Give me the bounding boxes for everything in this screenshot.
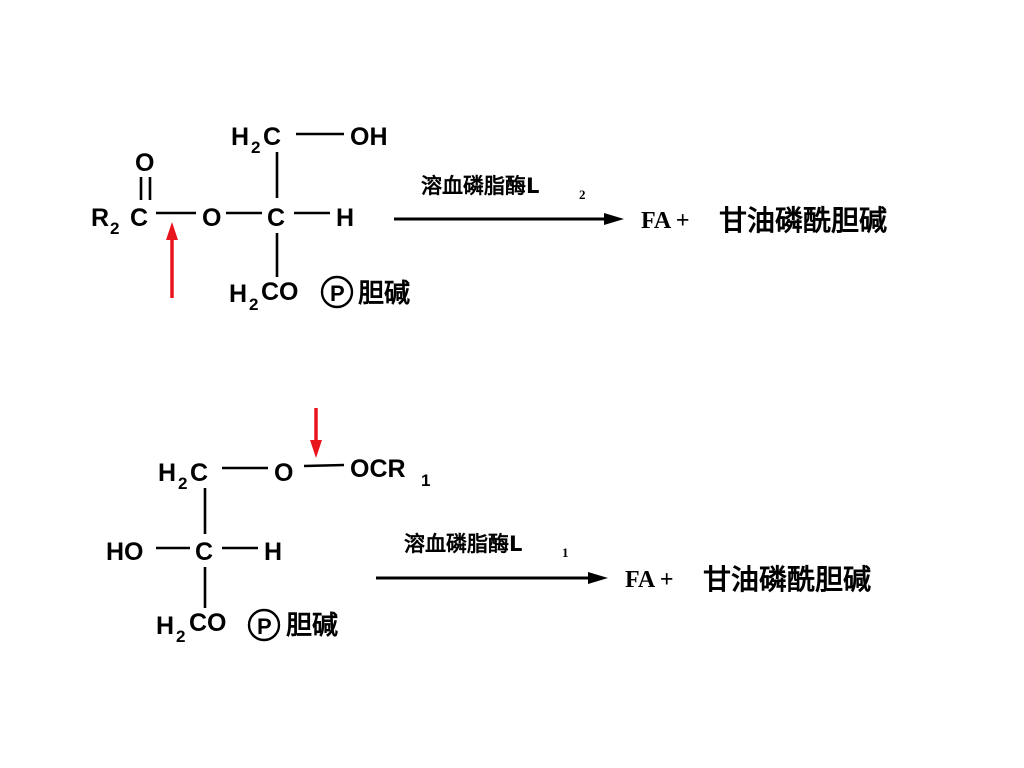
r1-reaction-arrowhead xyxy=(604,213,624,225)
r2-ocr1-sub: 1 xyxy=(421,471,430,490)
r1-h2c-top-h: H xyxy=(231,123,249,151)
r2-enzyme-sub: 1 xyxy=(562,545,569,560)
r1-h2c-top-c: C xyxy=(263,123,281,151)
r2-h2c-top-c: C xyxy=(190,459,208,487)
r1-h2co-h: H xyxy=(229,280,247,308)
r2-h2co-co: CO xyxy=(189,609,227,637)
r2-choline: 胆碱 xyxy=(286,611,338,641)
r1-o-carbonyl: O xyxy=(135,149,154,177)
r1-c-ester: C xyxy=(130,204,148,232)
r2-o-ester: O xyxy=(274,459,293,487)
r2-ocr1: OCR xyxy=(350,455,406,483)
r1-phosphate-circle xyxy=(320,275,354,309)
r2-h2co-sub: 2 xyxy=(176,627,185,646)
r1-c-center: C xyxy=(267,204,285,232)
r1-choline: 胆碱 xyxy=(358,279,410,309)
r2-reaction-arrowhead xyxy=(588,572,608,584)
r1-enzyme-label: 溶血磷脂酶L xyxy=(421,174,539,198)
r2-h-right: H xyxy=(264,538,282,566)
r2-h2c-top-h: H xyxy=(158,459,176,487)
r2-cleavage-arrowhead xyxy=(310,440,322,458)
r1-h2c-top-sub: 2 xyxy=(251,138,260,157)
r2-ho: HO xyxy=(106,538,144,566)
r2-h2co-h: H xyxy=(156,612,174,640)
r1-cleavage-arrowhead xyxy=(166,222,178,240)
reaction-1: H 2 C OH O R 2 C O C H H 2 CO P 胆碱 溶血磷脂 xyxy=(91,123,887,314)
r2-c-center: C xyxy=(195,538,213,566)
r1-product-fa: FA + xyxy=(641,208,690,234)
r2-bond-o-ocr xyxy=(303,463,345,468)
reaction-2: H 2 C O OCR 1 HO C H H 2 CO P 胆碱 溶血磷脂酶L … xyxy=(106,408,871,646)
r1-phosphate: P xyxy=(330,281,345,306)
r2-phosphate-circle xyxy=(247,608,281,642)
r1-oh: OH xyxy=(350,123,388,151)
r2-h2c-top-sub: 2 xyxy=(178,474,187,493)
r1-h2co-sub: 2 xyxy=(249,295,258,314)
r1-h-right: H xyxy=(336,204,354,232)
r1-enzyme-sub: 2 xyxy=(579,187,586,202)
r2-enzyme-label: 溶血磷脂酶L xyxy=(404,532,522,556)
r1-h2co-co: CO xyxy=(261,278,299,306)
r1-r2: R xyxy=(91,204,109,232)
r1-o-ester: O xyxy=(202,204,221,232)
r1-product-name: 甘油磷酰胆碱 xyxy=(719,204,887,237)
r1-r2-sub: 2 xyxy=(110,219,119,238)
r2-phosphate: P xyxy=(257,614,272,639)
r2-product-name: 甘油磷酰胆碱 xyxy=(703,563,871,596)
r2-product-fa: FA + xyxy=(625,567,674,593)
